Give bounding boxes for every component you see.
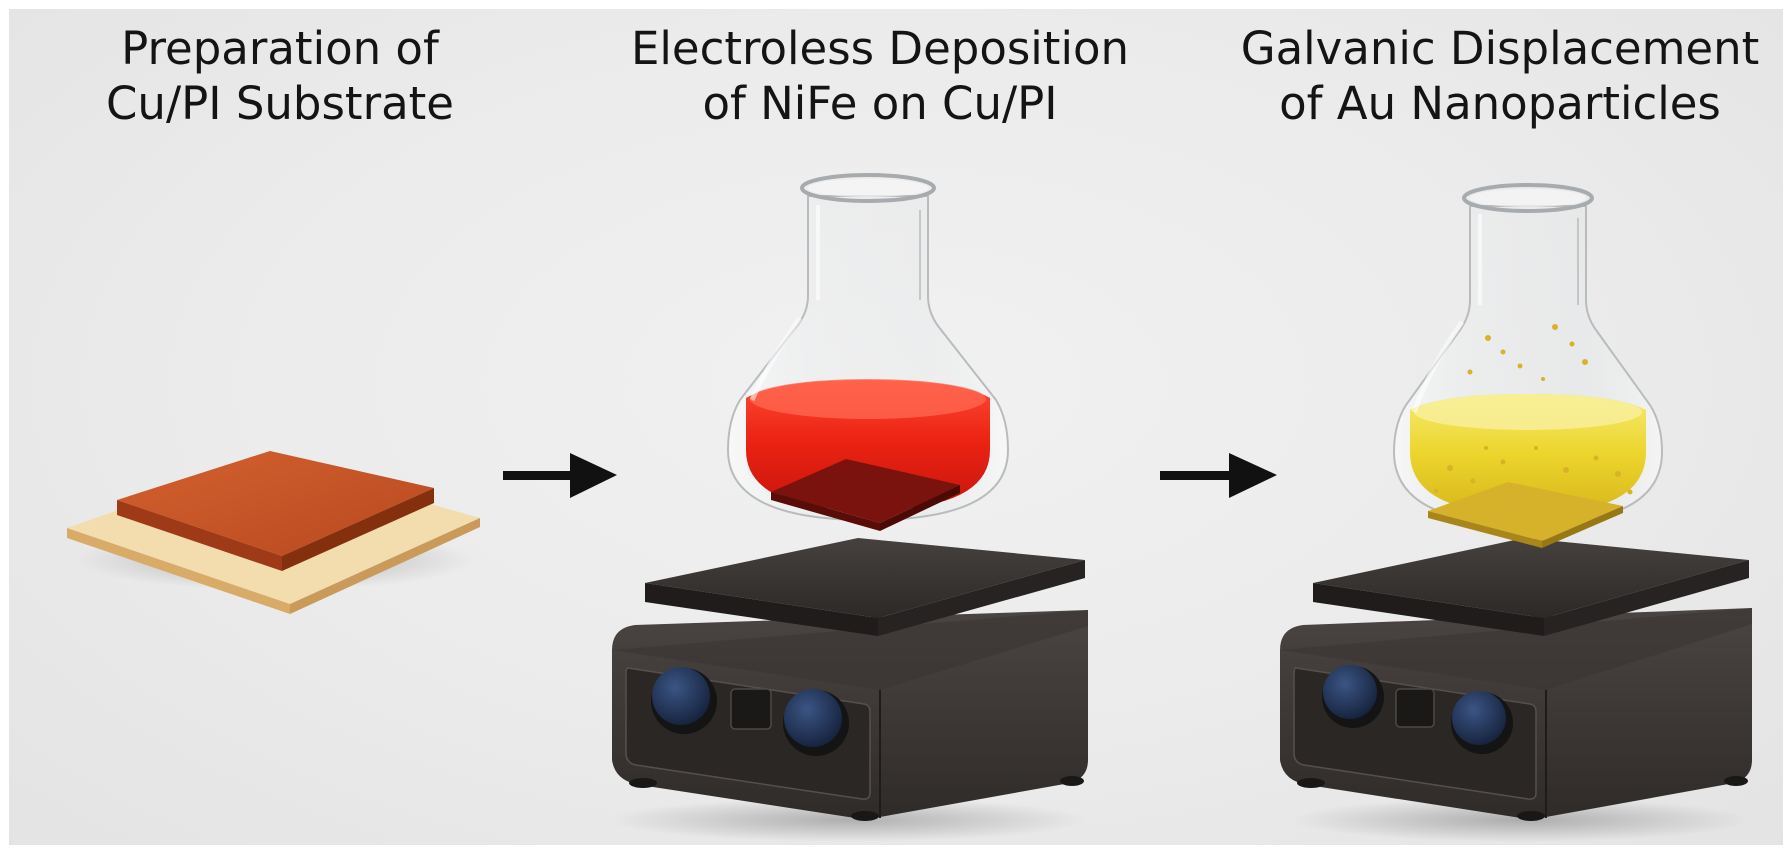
hot-plate-display bbox=[1396, 689, 1434, 727]
hot-plate-display bbox=[731, 689, 771, 729]
arrow-right-icon bbox=[503, 453, 617, 498]
erlenmeyer-flask-yellow bbox=[1394, 185, 1662, 548]
hot-plate bbox=[608, 538, 1088, 842]
hot-plate bbox=[1280, 538, 1752, 842]
arrow-right-icon bbox=[1160, 453, 1277, 498]
cu-pi-substrate bbox=[67, 451, 480, 614]
erlenmeyer-flask-red bbox=[728, 175, 1008, 531]
